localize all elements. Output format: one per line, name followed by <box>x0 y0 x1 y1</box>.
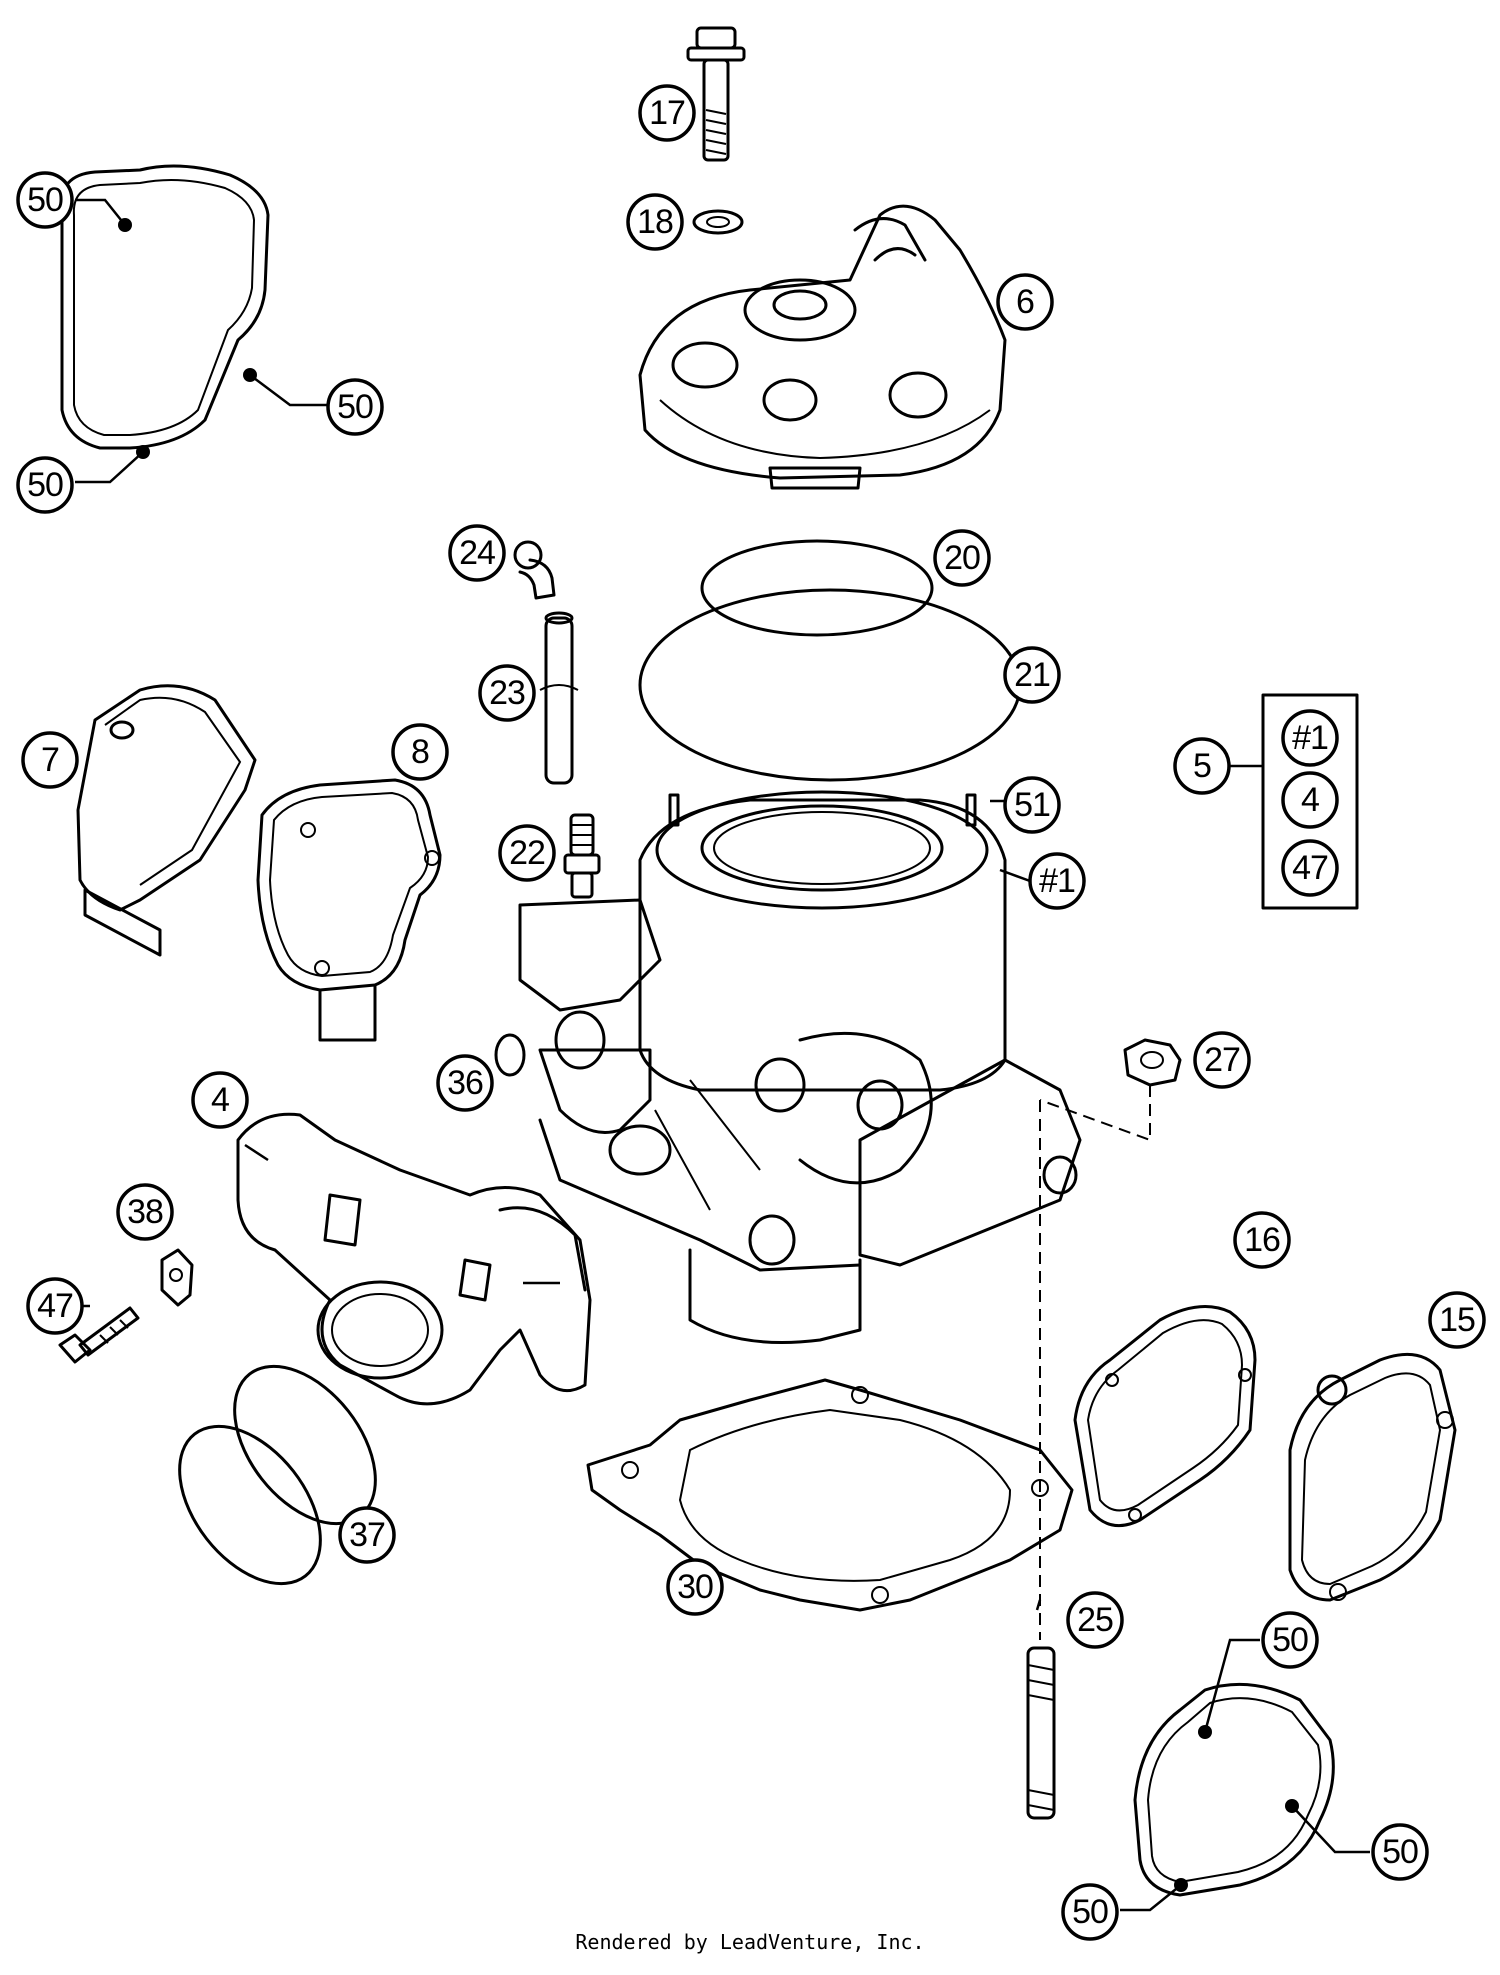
callout-47: 47 <box>26 1277 84 1335</box>
small-o-ring <box>494 1033 526 1077</box>
svg-text:50: 50 <box>337 388 373 426</box>
svg-text:24: 24 <box>459 534 495 572</box>
svg-text:22: 22 <box>509 834 545 872</box>
callout-7: 7 <box>21 731 79 789</box>
washer <box>692 209 744 235</box>
svg-text:37: 37 <box>349 1516 385 1554</box>
footer-credit: Rendered by LeadVenture, Inc. <box>575 1930 925 1954</box>
dowel-pin-right <box>965 793 977 827</box>
svg-text:51: 51 <box>1014 786 1050 824</box>
svg-text:5: 5 <box>1193 747 1211 785</box>
callout-18: 18 <box>626 193 684 251</box>
svg-text:50: 50 <box>27 181 63 219</box>
svg-text:#1: #1 <box>1039 862 1075 900</box>
svg-text:7: 7 <box>41 741 59 779</box>
svg-text:#1: #1 <box>1292 719 1328 757</box>
hose-fitting <box>513 540 556 600</box>
o-ring-large <box>638 588 1022 782</box>
callout-50-right: 50 <box>326 378 384 436</box>
svg-text:50: 50 <box>1072 1893 1108 1931</box>
allen-screw <box>58 1306 140 1364</box>
svg-text:21: 21 <box>1014 656 1050 694</box>
svg-text:20: 20 <box>944 539 980 577</box>
svg-text:50: 50 <box>1382 1833 1418 1871</box>
callout-22: 22 <box>498 824 556 882</box>
callout-36: 36 <box>436 1054 494 1112</box>
exhaust-control-cover <box>1288 1352 1457 1602</box>
callout-23: 23 <box>478 664 536 722</box>
kit-box <box>1261 693 1359 910</box>
head-bolt <box>686 26 746 162</box>
cylinder-head <box>638 204 1007 490</box>
callout-16: 16 <box>1233 1211 1291 1269</box>
svg-text:30: 30 <box>677 1568 713 1606</box>
svg-text:47: 47 <box>1292 849 1328 887</box>
callout-24: 24 <box>448 524 506 582</box>
retaining-plate <box>160 1248 194 1307</box>
callout-#1: #1 <box>1028 852 1086 910</box>
cover-gasket-bottom-right <box>1133 1682 1335 1897</box>
svg-text:38: 38 <box>127 1193 163 1231</box>
cylinder-stud <box>1026 1646 1056 1820</box>
svg-text:50: 50 <box>1272 1621 1308 1659</box>
o-ring-small <box>700 539 934 637</box>
svg-text:16: 16 <box>1244 1221 1280 1259</box>
water-pump-gasket <box>256 778 442 1042</box>
callout-4: 4 <box>191 1071 249 1129</box>
svg-text:4: 4 <box>1301 781 1319 819</box>
cylinder <box>518 790 1082 1344</box>
svg-text:4: 4 <box>211 1081 229 1119</box>
callout-25: 25 <box>1066 1591 1124 1649</box>
callout-50-top: 50 <box>16 171 74 229</box>
callout-8: 8 <box>391 723 449 781</box>
svg-text:15: 15 <box>1439 1301 1475 1339</box>
callout-20: 20 <box>933 529 991 587</box>
callout-17: 17 <box>638 84 696 142</box>
cover-gasket-top-left <box>60 164 270 459</box>
svg-text:27: 27 <box>1204 1041 1240 1079</box>
callout-50-gasket-right: 50 <box>1371 1823 1429 1881</box>
intake-o-ring-front <box>178 1424 322 1586</box>
callout-5: 5 <box>1173 737 1231 795</box>
svg-text:17: 17 <box>649 94 685 132</box>
callout-50-bottom: 50 <box>16 456 74 514</box>
svg-text:25: 25 <box>1077 1601 1113 1639</box>
callout-30: 30 <box>666 1558 724 1616</box>
coolant-hose <box>539 611 579 785</box>
dowel-pin-left <box>668 793 680 827</box>
kit-item-47: 47 <box>1281 839 1339 897</box>
kit-item-#1: #1 <box>1281 709 1339 767</box>
intake-flange <box>236 1112 592 1406</box>
svg-text:23: 23 <box>489 674 525 712</box>
kit-item-4: 4 <box>1281 771 1339 829</box>
svg-text:8: 8 <box>411 733 429 771</box>
callout-50-gasket-bottom: 50 <box>1061 1883 1119 1941</box>
callout-38: 38 <box>116 1183 174 1241</box>
callout-50-gasket-top: 50 <box>1261 1611 1319 1669</box>
callout-37: 37 <box>338 1506 396 1564</box>
callout-6: 6 <box>996 273 1054 331</box>
svg-text:18: 18 <box>637 203 673 241</box>
svg-text:36: 36 <box>447 1064 483 1102</box>
callout-15: 15 <box>1428 1291 1486 1349</box>
svg-text:50: 50 <box>27 466 63 504</box>
water-pump-cover <box>76 684 257 957</box>
callout-27: 27 <box>1193 1031 1251 1089</box>
hose-nipple <box>563 813 601 899</box>
callout-51: 51 <box>1003 776 1061 834</box>
exhaust-cover-gasket <box>1073 1305 1257 1528</box>
svg-text:6: 6 <box>1016 283 1034 321</box>
nut <box>1123 1038 1182 1087</box>
cylinder-base-gasket <box>586 1378 1074 1612</box>
svg-text:47: 47 <box>37 1287 73 1325</box>
callout-21: 21 <box>1003 646 1061 704</box>
